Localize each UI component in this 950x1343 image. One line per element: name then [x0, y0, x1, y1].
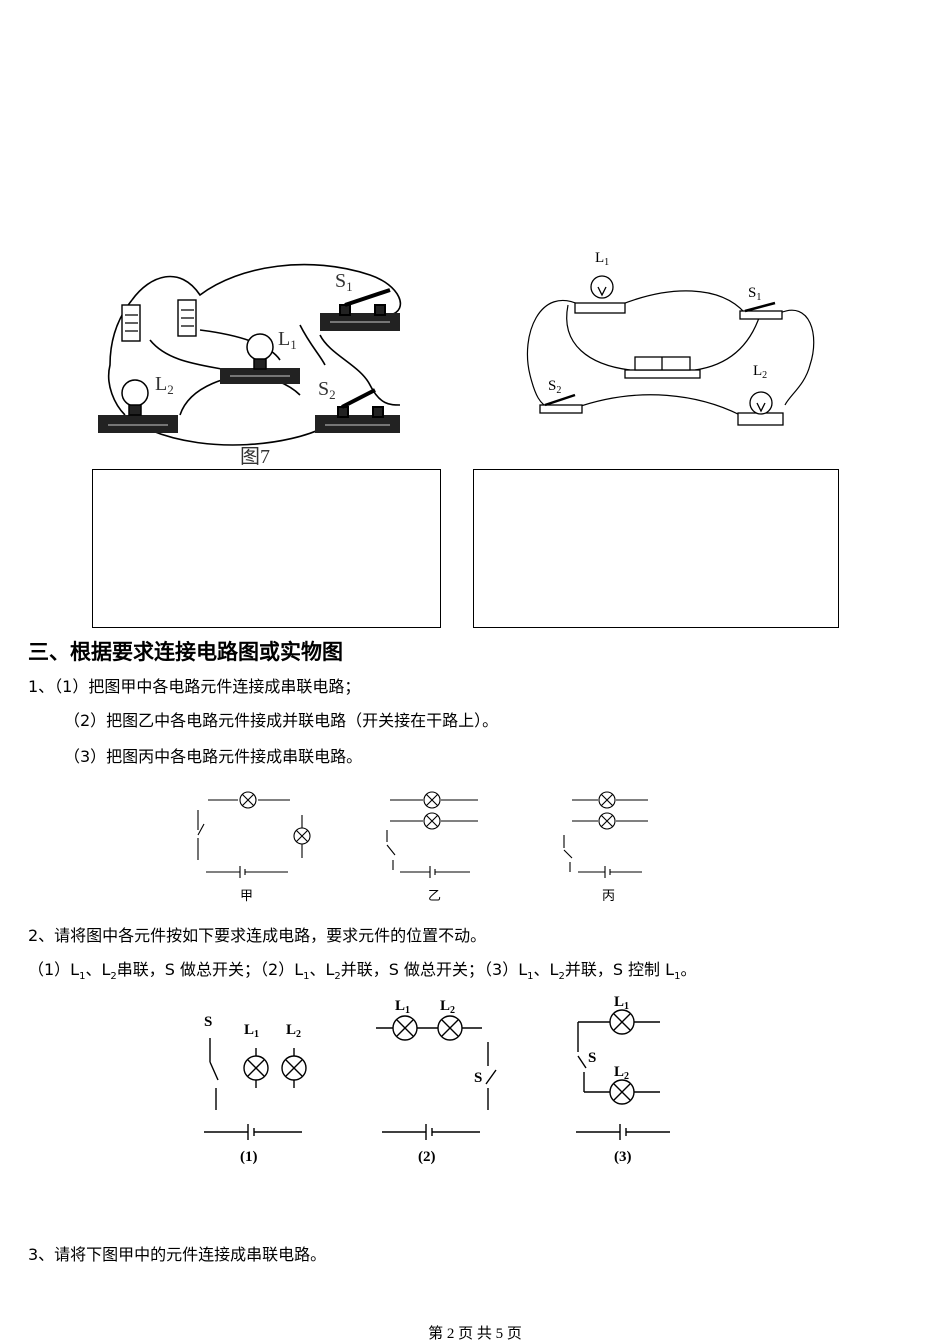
- label-l1: L1: [278, 328, 297, 352]
- bulb-l2-icon: [737, 391, 784, 426]
- figure-7-caption: 图7: [240, 446, 270, 468]
- q2-fig3-label-s: S: [588, 1050, 596, 1066]
- q2-fig3-label-l2: L2: [614, 1064, 629, 1082]
- q2-caption-3: (3): [614, 1149, 632, 1165]
- q2-fig1-label-l2: L2: [286, 1022, 301, 1040]
- q2-circuit-diagrams: S L1 L2 L1 L2 S L1 S L2 (1) (2) (3): [204, 994, 670, 1165]
- switch-s1-icon: [339, 288, 391, 316]
- switch-s2-icon: [539, 393, 583, 414]
- answer-box-right[interactable]: [473, 469, 839, 628]
- q1-caption-jia: 甲: [240, 888, 253, 903]
- q1-caption-yi: 乙: [428, 888, 441, 903]
- q2-caption-1: (1): [240, 1149, 258, 1165]
- label-s1: S1: [335, 270, 353, 294]
- q2-fig1-label-s: S: [204, 1014, 212, 1030]
- bulb-l1-icon: [246, 333, 274, 370]
- label-l2: L2: [155, 373, 174, 397]
- bulb-l1-icon: [574, 275, 626, 314]
- battery-holder-icon: [624, 356, 701, 379]
- bulb-l2-icon: [121, 379, 149, 416]
- q1-line-3: （3）把图丙中各电路元件接成串联电路。: [64, 747, 363, 766]
- section-3-title: 三、根据要求连接电路图或实物图: [28, 639, 343, 664]
- page-footer: 第 2 页 共 5 页: [428, 1326, 522, 1342]
- q2-fig2-label-l1: L1: [395, 998, 410, 1016]
- battery-icon: [121, 299, 197, 342]
- q2-line-2: （1）L1、L2串联，S 做总开关；（2）L1、L2并联，S 做总开关；（3）L…: [28, 960, 697, 983]
- q1-circuit-diagrams: 甲 乙 丙: [197, 791, 648, 903]
- q2-fig3-label-l1: L1: [614, 994, 629, 1012]
- q2-line-1: 2、请将图中各元件按如下要求连成电路，要求元件的位置不动。: [28, 926, 487, 945]
- q1-line-2: （2）把图乙中各电路元件接成并联电路（开关接在干路上）。: [64, 711, 499, 730]
- q1-line-1: 1、（1）把图甲中各电路元件连接成串联电路；: [28, 677, 361, 696]
- q1-caption-bing: 丙: [602, 888, 615, 903]
- q2-caption-2: (2): [418, 1149, 436, 1165]
- figure-7-pictorial-circuit: S1 L1 S2 L2 图7: [98, 263, 402, 468]
- q2-fig2-label-s: S: [474, 1070, 482, 1086]
- q2-fig1-label-l1: L1: [244, 1022, 259, 1040]
- label-s2: S2: [548, 378, 561, 396]
- q2-fig2-label-l2: L2: [440, 998, 455, 1016]
- answer-box-left[interactable]: [92, 469, 441, 628]
- switch-s1-icon: [739, 301, 783, 320]
- q3-line-1: 3、请将下图甲中的元件连接成串联电路。: [28, 1245, 327, 1264]
- switch-s2-icon: [337, 388, 384, 418]
- label-s2: S2: [318, 378, 336, 402]
- label-l1: L1: [595, 250, 609, 268]
- figure-right-pictorial-circuit: L1 S1 S2 L2: [526, 250, 815, 426]
- label-l2: L2: [753, 363, 767, 381]
- label-s1: S1: [748, 285, 761, 303]
